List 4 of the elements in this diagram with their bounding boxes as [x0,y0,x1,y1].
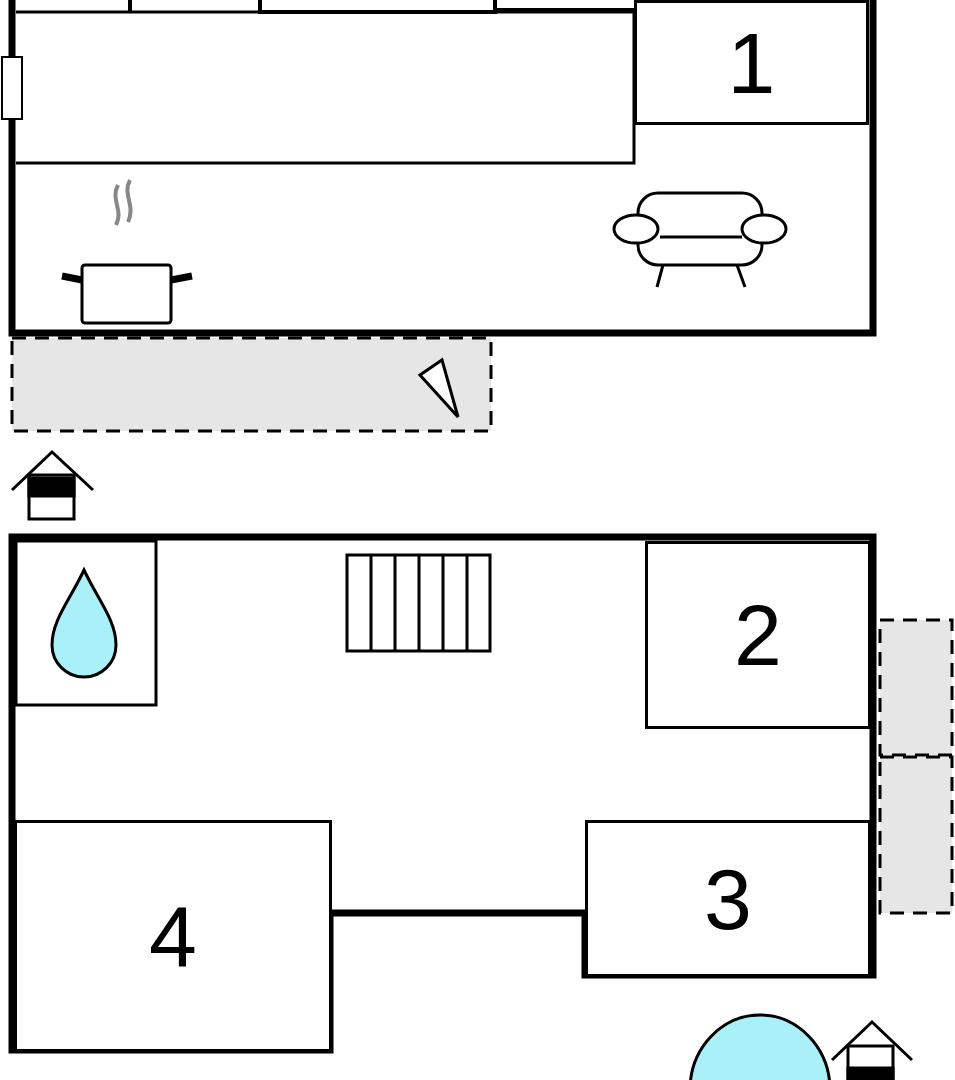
room-number: 1 [727,19,776,106]
room-number: 2 [734,592,782,678]
room-number: 4 [149,893,197,979]
room-number: 3 [704,855,752,942]
